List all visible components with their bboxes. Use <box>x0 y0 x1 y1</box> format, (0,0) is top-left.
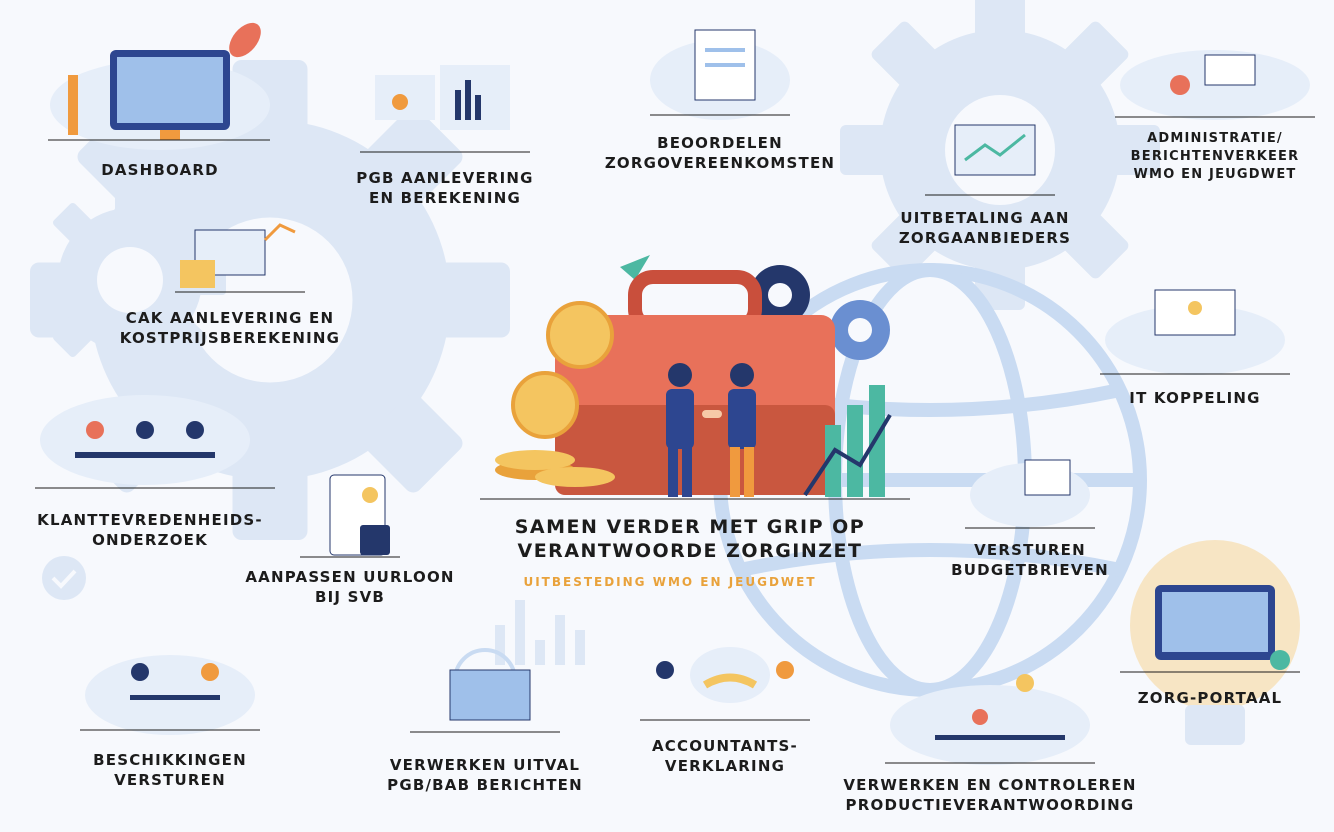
service-accountantsverklaring: ACCOUNTANTS-VERKLARING <box>610 640 840 785</box>
central-title: SAMEN VERDER MET GRIP OP VERANTWOORDE ZO… <box>514 516 866 562</box>
lightbulb-icon <box>1016 674 1034 692</box>
paper-plane-icon <box>620 255 650 280</box>
central-subtitle: UITBESTEDING WMO EN JEUGDWET <box>523 575 817 589</box>
productie-illustration <box>885 674 1095 765</box>
svb-illustration <box>300 474 400 558</box>
briefcase-illustration <box>480 255 910 500</box>
briefcase-icon <box>555 270 835 495</box>
beoordelen-illustration <box>650 29 790 120</box>
cak-illustration <box>175 223 305 293</box>
service-klanttevredenheid: KLANTTEVREDENHEIDS-ONDERZOEK <box>20 390 280 550</box>
budget-illustration <box>965 459 1095 529</box>
administratie-illustration <box>1115 50 1315 120</box>
accountant-illustration <box>640 647 810 721</box>
uitval-illustration <box>410 648 560 733</box>
klant-illustration <box>35 395 275 489</box>
service-it-koppeling: IT KOPPELING <box>1090 280 1300 410</box>
dashboard-illustration <box>48 22 270 150</box>
service-dashboard: DASHBOARD <box>40 20 280 190</box>
rocket-icon <box>229 22 261 58</box>
service-zorg-portaal: ZORG-PORTAAL <box>1110 580 1310 715</box>
pgb-illustration <box>360 65 530 153</box>
it-illustration <box>1100 289 1290 375</box>
portaal-illustration <box>1120 585 1300 673</box>
uitbetaling-illustration <box>925 124 1055 196</box>
globe-icon <box>713 263 1147 697</box>
beschikkingen-illustration <box>80 655 260 735</box>
checkmark-icon <box>42 556 86 600</box>
bar-decoration <box>495 600 585 665</box>
